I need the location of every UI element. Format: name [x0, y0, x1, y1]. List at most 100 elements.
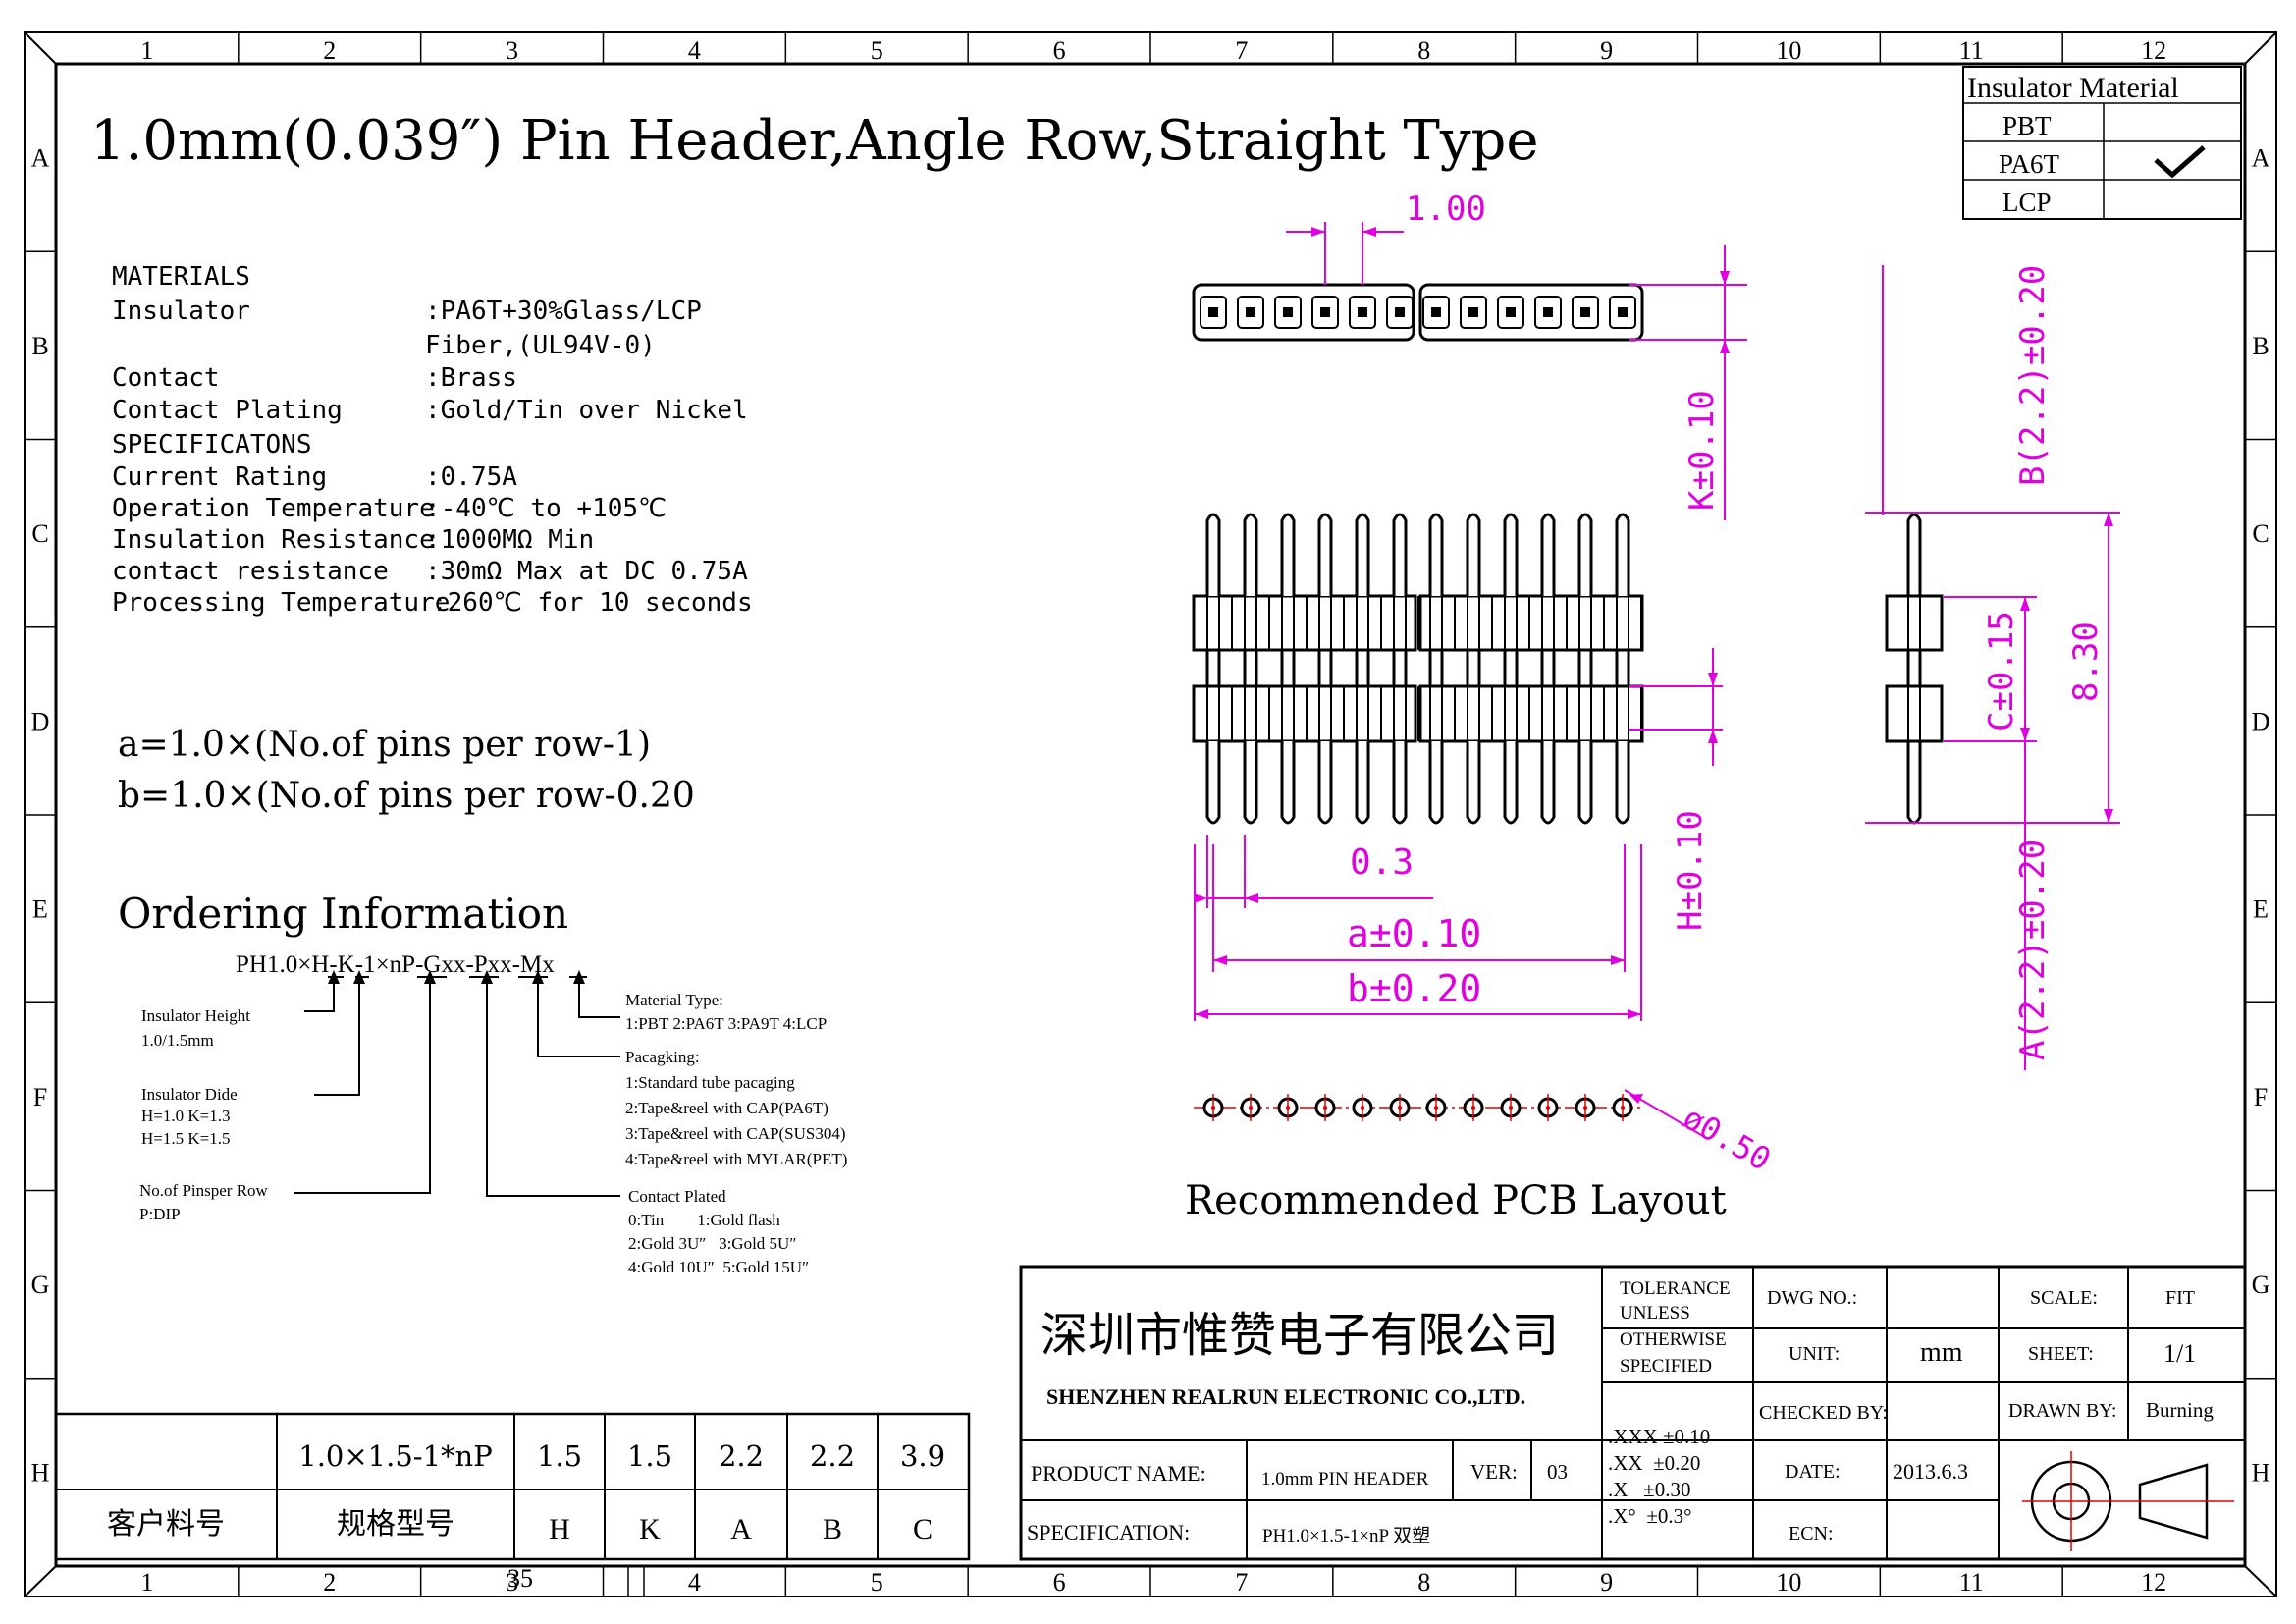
tolerance-note-line-2: UNLESS — [1620, 1303, 1690, 1324]
sheet-label: SHEET: — [2028, 1343, 2094, 1365]
insulator-dide-option-2: H=1.5 K=1.5 — [141, 1129, 230, 1148]
spec-table-header-c: C — [913, 1513, 933, 1545]
spec-table-header-h: H — [549, 1513, 570, 1545]
pins-per-row-value: P:DIP — [139, 1205, 181, 1223]
specification-value: PH1.0×1.5-1×nP 双塑 — [1262, 1525, 1430, 1546]
frame-column-label-top: 11 — [1959, 36, 1984, 65]
front-view-pin-bottom — [1540, 741, 1556, 825]
top-view-pin — [1208, 307, 1218, 317]
k-dimension: K±0.10 — [1682, 390, 1722, 511]
top-view-pin — [1395, 307, 1405, 317]
unit-value: mm — [1920, 1337, 1963, 1368]
packaging-option-2: 2:Tape&reel with CAP(PA6T) — [625, 1099, 828, 1117]
materials-value-insulator-cont: Fiber,(UL94V-0) — [425, 331, 656, 360]
ordering-code: PH1.0×H-K-1×nP-Gxx-Pxx-Mx — [236, 951, 555, 978]
dimension-arrows — [1194, 227, 2113, 1104]
pcb-layout-drawing — [1194, 1094, 1641, 1121]
front-view-pin-top — [1317, 513, 1333, 596]
a-dimension: a±0.10 — [1347, 912, 1481, 955]
front-view-drawing — [1192, 513, 1644, 825]
pin-width-dimension: 0.3 — [1350, 842, 1414, 883]
materials-label-plating: Contact Plating — [112, 396, 343, 425]
top-view-pin-cell — [1274, 296, 1302, 329]
front-view-pin-bottom — [1317, 741, 1333, 825]
side-view-pin-top — [1906, 513, 1922, 596]
frame-row-label-left: E — [32, 895, 48, 924]
dimension-lines — [1194, 222, 2120, 1140]
frame-column-label-bottom: 11 — [1959, 1568, 1984, 1597]
frame-row-label-left: G — [31, 1271, 50, 1299]
front-view-pin-bottom — [1392, 741, 1408, 825]
pins-per-row-label: No.of Pinsper Row — [139, 1181, 269, 1200]
packaging-option-3: 3:Tape&reel with CAP(SUS304) — [625, 1124, 846, 1143]
checkmark-icon — [2154, 145, 2206, 179]
spec-value-current: :0.75A — [425, 462, 517, 492]
frame-column-label-bottom: 2 — [323, 1568, 336, 1597]
frame-ticks — [25, 32, 2276, 1597]
front-view-pin-top — [1392, 513, 1408, 596]
top-view-pin-cell — [1349, 296, 1376, 329]
packaging-option-1: 1:Standard tube pacaging — [625, 1073, 795, 1092]
front-view-pin-top — [1503, 513, 1519, 596]
materials-value-contact: :Brass — [425, 363, 517, 393]
frame-column-label-bottom: 3 — [506, 1568, 518, 1597]
ecn-label: ECN: — [1789, 1523, 1834, 1544]
product-name-value: 1.0mm PIN HEADER — [1261, 1469, 1429, 1489]
frame-column-label-top: 4 — [688, 36, 701, 65]
front-view-pin-bottom — [1615, 741, 1630, 825]
frame-column-label-bottom: 5 — [871, 1568, 883, 1597]
side-view-pin-bottom — [1906, 741, 1922, 825]
front-view-pin-top — [1540, 513, 1556, 596]
top-view-pin-cell — [1311, 296, 1339, 329]
top-view-pin-cell — [1572, 296, 1599, 329]
b-dimension: b±0.20 — [1347, 967, 1481, 1010]
tolerance-note-line-1: TOLERANCE — [1620, 1278, 1731, 1299]
title-block — [1019, 1265, 2247, 1561]
spec-label-processing: Processing Temperature — [112, 588, 450, 618]
spec-label-contact-res: contact resistance — [112, 557, 389, 586]
ordering-heading: Ordering Information — [118, 890, 568, 938]
spec-value-op-temp: :-40℃ to +105℃ — [425, 494, 667, 523]
frame-row-label-right: F — [2254, 1083, 2268, 1111]
top-view-pin — [1431, 307, 1441, 317]
materials-heading: MATERIALS — [112, 262, 250, 292]
insulator-height-label: Insulator Height — [141, 1006, 250, 1025]
projection-symbol-icon — [2022, 1451, 2234, 1551]
spec-table-header-k: K — [639, 1513, 661, 1545]
top-view-pin — [1506, 307, 1516, 317]
c-dimension: C±0.15 — [1982, 611, 2021, 731]
b-side-dimension: B(2.2)±0.20 — [2013, 265, 2053, 486]
date-label: DATE: — [1785, 1461, 1841, 1483]
top-view-pin-cell — [1497, 296, 1524, 329]
sheet-value: 1/1 — [2163, 1339, 2196, 1368]
frame-row-label-left: D — [31, 707, 50, 735]
top-view-pin-cell — [1534, 296, 1562, 329]
insulator-dide-label: Insulator Dide — [141, 1085, 238, 1104]
front-view-pin-bottom — [1466, 741, 1481, 825]
frame-row-label-left: C — [31, 519, 48, 548]
material-type-values: 1:PBT 2:PA6T 3:PA9T 4:LCP — [625, 1014, 827, 1033]
front-view-pin-bottom — [1243, 741, 1258, 825]
company-name-cn: 深圳市惟赞电子有限公司 — [1041, 1310, 1559, 1362]
company-name-en: SHENZHEN REALRUN ELECTRONIC CO.,LTD. — [1046, 1384, 1525, 1409]
frame-bottom-extra-label: 35 — [507, 1564, 533, 1593]
materials-value-plating: :Gold/Tin over Nickel — [425, 396, 748, 425]
insulator-height-values: 1.0/1.5mm — [141, 1031, 214, 1050]
front-view-pin-bottom — [1355, 741, 1370, 825]
frame-column-label-bottom: 4 — [688, 1568, 701, 1597]
title-block-text: 深圳市惟赞电子有限公司 SHENZHEN REALRUN ELECTRONIC … — [1027, 1278, 2214, 1546]
dimension-labels: 1.00 K±0.10 B(2.2)±0.20 C±0.15 8.30 H±0.… — [1347, 189, 2106, 1178]
frame-column-label-bottom: 6 — [1053, 1568, 1066, 1597]
frame-row-label-left: F — [33, 1083, 47, 1111]
top-view-pin — [1320, 307, 1330, 317]
date-value: 2013.6.3 — [1893, 1459, 1968, 1484]
spec-table-value-c: 3.9 — [900, 1439, 945, 1473]
front-view-housing — [1192, 684, 1417, 743]
drawn-by-label: DRAWN BY: — [2008, 1400, 2116, 1422]
tolerance-note-line-4: SPECIFIED — [1620, 1356, 1712, 1377]
frame-column-label-bottom: 8 — [1417, 1568, 1430, 1597]
frame-row-label-right: C — [2252, 519, 2269, 548]
specifications-heading: SPECIFICATONS — [112, 430, 312, 460]
frame-row-label-right: D — [2252, 707, 2270, 735]
front-view-housing — [1418, 684, 1644, 743]
